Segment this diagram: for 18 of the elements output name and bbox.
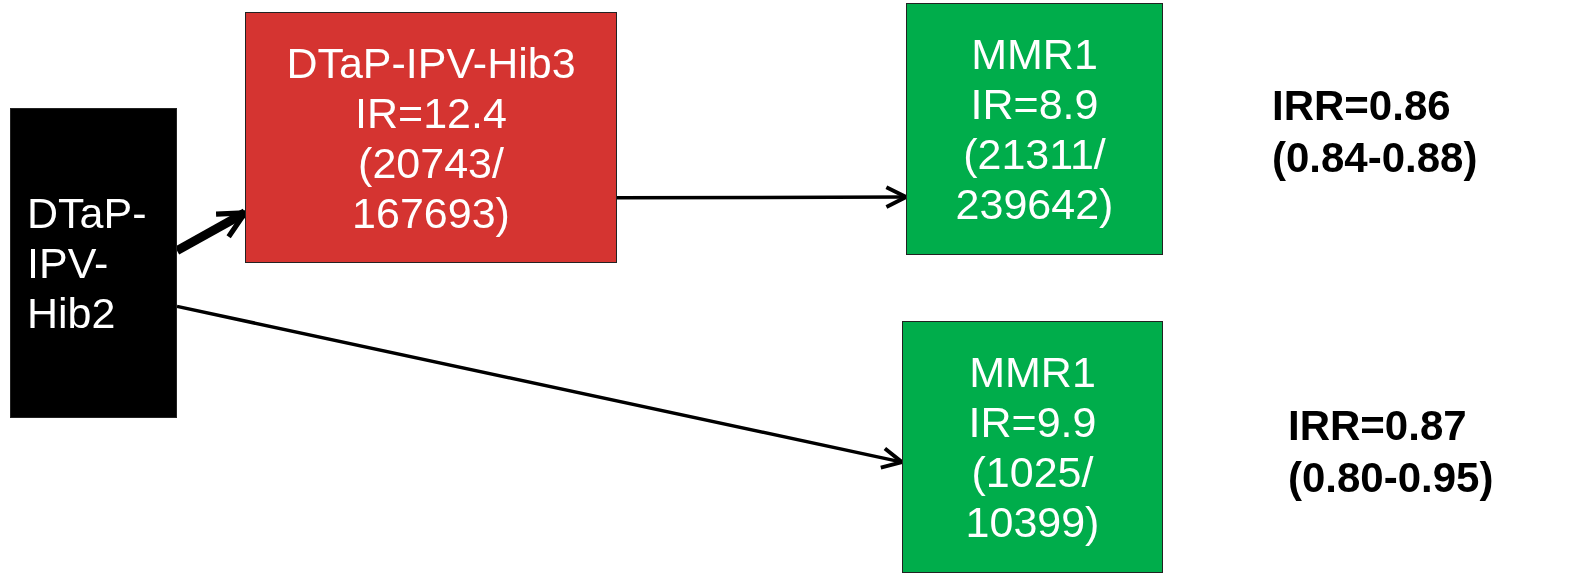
arrow xyxy=(176,304,904,470)
vaccine-dose-box xyxy=(906,3,1163,255)
rate-ratio-text: IRR=0.86 (0.84-0.88) xyxy=(1272,81,1479,183)
node-text: IR=9.9 xyxy=(967,397,1098,447)
node-text: (21311/ 239642) xyxy=(954,129,1115,229)
node-title: MMR1 xyxy=(968,347,1097,397)
node-title: DTaP-IPV-Hib2 xyxy=(27,188,148,338)
node-text: IR=12.4 xyxy=(354,87,508,138)
vaccine-dose-box xyxy=(10,108,177,418)
node-text: IR=8.9 xyxy=(969,79,1100,129)
rate-ratio-text: IRR=0.87 (0.80-0.95) xyxy=(1288,401,1495,503)
node-text: (1025/ 10399) xyxy=(964,447,1101,547)
vaccine-dose-box xyxy=(245,12,617,263)
vaccine-dose-box xyxy=(902,321,1163,573)
node-title: MMR1 xyxy=(970,29,1099,79)
node-title: DTaP-IPV-Hib3 xyxy=(285,37,577,88)
arrow xyxy=(617,185,908,209)
node-text: (20743/ 167693) xyxy=(351,137,511,238)
